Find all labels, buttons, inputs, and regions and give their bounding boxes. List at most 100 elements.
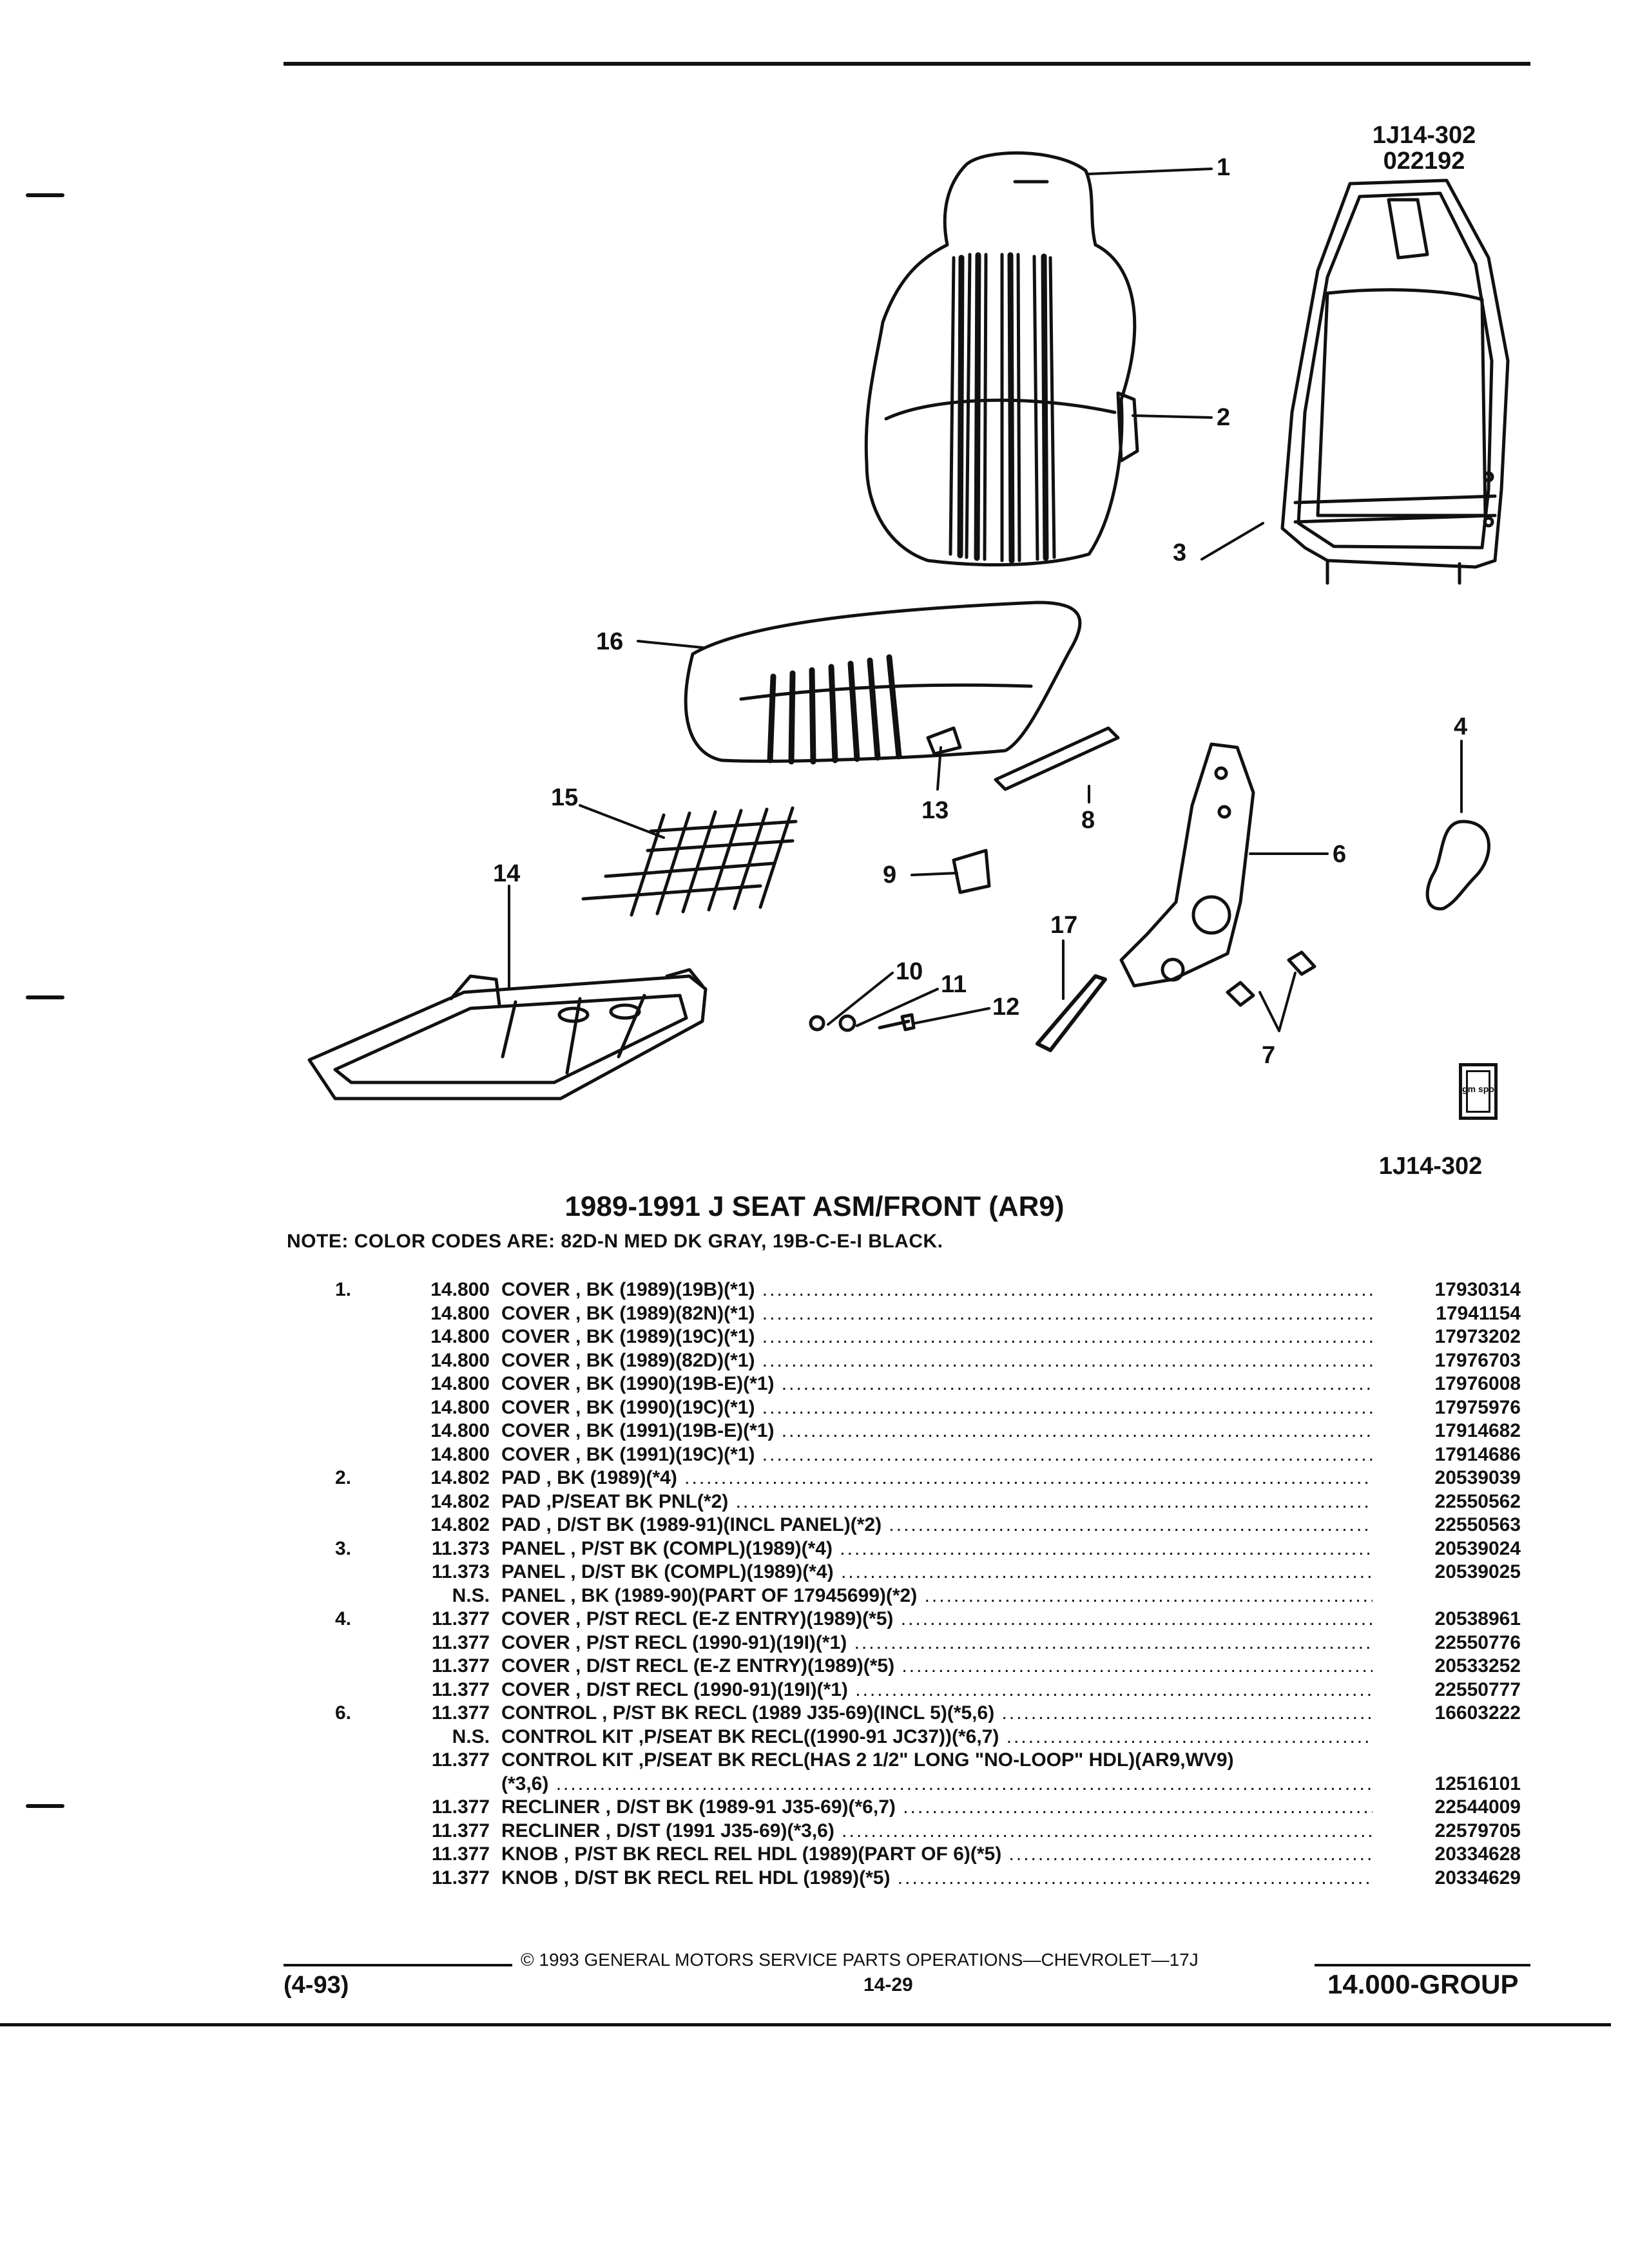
group-number: 11.377 [431, 1749, 490, 1771]
leader-dots: ........................................… [781, 1373, 1373, 1394]
group-number: 14.800 [430, 1420, 490, 1441]
part-description: PAD , D/ST BK (1989-91)(INCL PANEL)(*2) … [501, 1514, 1373, 1537]
part-description-text: COVER , D/ST RECL (1990-91)(19I)(*1) [501, 1678, 848, 1700]
seat-back-cover [864, 151, 1137, 567]
trim-strip [994, 726, 1120, 791]
leader-dots: ........................................… [762, 1302, 1373, 1324]
binder-mark [26, 193, 64, 197]
callout-14: 14 [493, 860, 520, 887]
bolts [1226, 950, 1316, 1007]
part-description: COVER , P/ST RECL (1990-91)(19I)(*1) ...… [501, 1631, 1373, 1655]
leader-dots: ........................................… [900, 1608, 1373, 1629]
group-number: 11.377 [431, 1796, 490, 1818]
part-description: COVER , P/ST RECL (E-Z ENTRY)(1989)(*5) … [501, 1608, 1373, 1631]
group-number: 11.377 [431, 1631, 490, 1653]
leader-dots: ........................................… [1006, 1725, 1373, 1747]
seat-exploded-view-diagram: 1 2 3 4 6 7 8 9 10 11 12 13 14 15 16 17 [307, 151, 1510, 1100]
callout-12: 12 [992, 994, 1019, 1021]
callout-6: 6 [1333, 841, 1346, 868]
part-description-text: COVER , BK (1989)(19C)(*1) [501, 1326, 755, 1347]
callout-2: 2 [1217, 404, 1230, 431]
leader-dots: ........................................… [735, 1490, 1373, 1512]
table-row: (*3,6) .................................… [335, 1773, 1521, 1796]
group-number: 11.377 [431, 1820, 490, 1841]
leader-dots: ........................................… [840, 1561, 1373, 1582]
binder-mark [26, 995, 64, 999]
part-description-text: (*3,6) [501, 1773, 549, 1794]
group-number: 14.800 [430, 1349, 490, 1371]
leader-dots: ........................................… [901, 1655, 1373, 1677]
group-number: 14.802 [430, 1467, 490, 1488]
leader-dots: ........................................… [854, 1631, 1373, 1653]
callout-10: 10 [896, 958, 923, 985]
copyright-line: © 1993 GENERAL MOTORS SERVICE PARTS OPER… [521, 1950, 1199, 1970]
part-description: CONTROL KIT ,P/SEAT BK RECL(HAS 2 1/2" L… [501, 1749, 1373, 1773]
footer-date: (4-93) [284, 1972, 349, 1999]
group-number: 11.377 [431, 1867, 490, 1888]
part-description: KNOB , D/ST BK RECL REL HDL (1989)(*5) .… [501, 1867, 1373, 1890]
part-description: CONTROL KIT ,P/SEAT BK RECL((1990-91 JC3… [501, 1725, 1373, 1749]
group-number: 14.802 [430, 1490, 490, 1512]
part-number: 20539039 [1434, 1467, 1521, 1488]
item-ref: 1. [335, 1279, 352, 1300]
callout-9: 9 [883, 861, 896, 889]
part-number: 22550562 [1434, 1490, 1521, 1512]
leader-dots: ........................................… [762, 1443, 1373, 1465]
table-row: 11.377 COVER , P/ST RECL (1990-91)(19I)(*… [335, 1631, 1521, 1655]
part-number: 20538961 [1434, 1608, 1521, 1629]
leader-dots: ........................................… [762, 1349, 1373, 1371]
item-ref: 4. [335, 1608, 352, 1629]
part-description: COVER , D/ST RECL (1990-91)(19I)(*1) ...… [501, 1678, 1373, 1702]
part-number: 22550776 [1434, 1631, 1521, 1653]
page-title: 1989-1991 J SEAT ASM/FRONT (AR9) [564, 1191, 1065, 1222]
part-description: RECLINER , D/ST BK (1989-91 J35-69)(*6,7… [501, 1796, 1373, 1820]
part-description: PAD , BK (1989)(*4) ....................… [501, 1466, 1373, 1490]
recliner-cover [1425, 820, 1490, 910]
part-description-text: PAD , D/ST BK (1989-91)(INCL PANEL)(*2) [501, 1514, 882, 1535]
group-number: 11.373 [431, 1537, 490, 1559]
part-number: 17973202 [1434, 1326, 1521, 1347]
part-description: COVER , BK (1990)(19B-E)(*1) ...........… [501, 1372, 1373, 1396]
callout-7: 7 [1262, 1042, 1275, 1069]
part-description-text: CONTROL KIT ,P/SEAT BK RECL(HAS 2 1/2" L… [501, 1749, 1234, 1771]
table-row: 11.377 CONTROL KIT ,P/SEAT BK RECL(HAS 2 … [335, 1749, 1521, 1773]
leader-dots: ........................................… [762, 1279, 1373, 1300]
figure-id-bottom: 1J14-302 [1378, 1153, 1483, 1180]
part-description-text: COVER , BK (1991)(19C)(*1) [501, 1443, 755, 1465]
table-row: 11.377 COVER , D/ST RECL (1990-91)(19I)(*… [335, 1678, 1521, 1702]
part-description-text: KNOB , P/ST BK RECL REL HDL (1989)(PART … [501, 1843, 1002, 1865]
group-number: 11.377 [431, 1702, 490, 1724]
bottom-rule [0, 2023, 1611, 2026]
part-description-text: COVER , D/ST RECL (E-Z ENTRY)(1989)(*5) [501, 1655, 895, 1677]
leader-dots: ........................................… [762, 1326, 1373, 1347]
callout-16: 16 [596, 628, 623, 655]
part-description: COVER , D/ST RECL (E-Z ENTRY)(1989)(*5) … [501, 1655, 1373, 1678]
part-number: 20539025 [1434, 1561, 1521, 1582]
callout-3: 3 [1173, 539, 1186, 566]
callout-15: 15 [551, 784, 578, 811]
part-description-text: KNOB , D/ST BK RECL REL HDL (1989)(*5) [501, 1867, 891, 1888]
part-number: 20539024 [1434, 1537, 1521, 1559]
part-number: 22544009 [1434, 1796, 1521, 1818]
part-number: 20334628 [1434, 1843, 1521, 1865]
group-number: 11.377 [431, 1678, 490, 1700]
leader-dots: ........................................… [903, 1796, 1373, 1818]
part-number: 22579705 [1434, 1820, 1521, 1841]
part-number: 16603222 [1434, 1702, 1521, 1724]
recliner-control [1119, 742, 1255, 988]
part-number: 17976008 [1434, 1373, 1521, 1394]
group-number: 14.800 [430, 1373, 490, 1394]
group-number: 11.377 [431, 1655, 490, 1677]
release-handle [1036, 974, 1107, 1052]
group-number: N.S. [452, 1584, 490, 1606]
